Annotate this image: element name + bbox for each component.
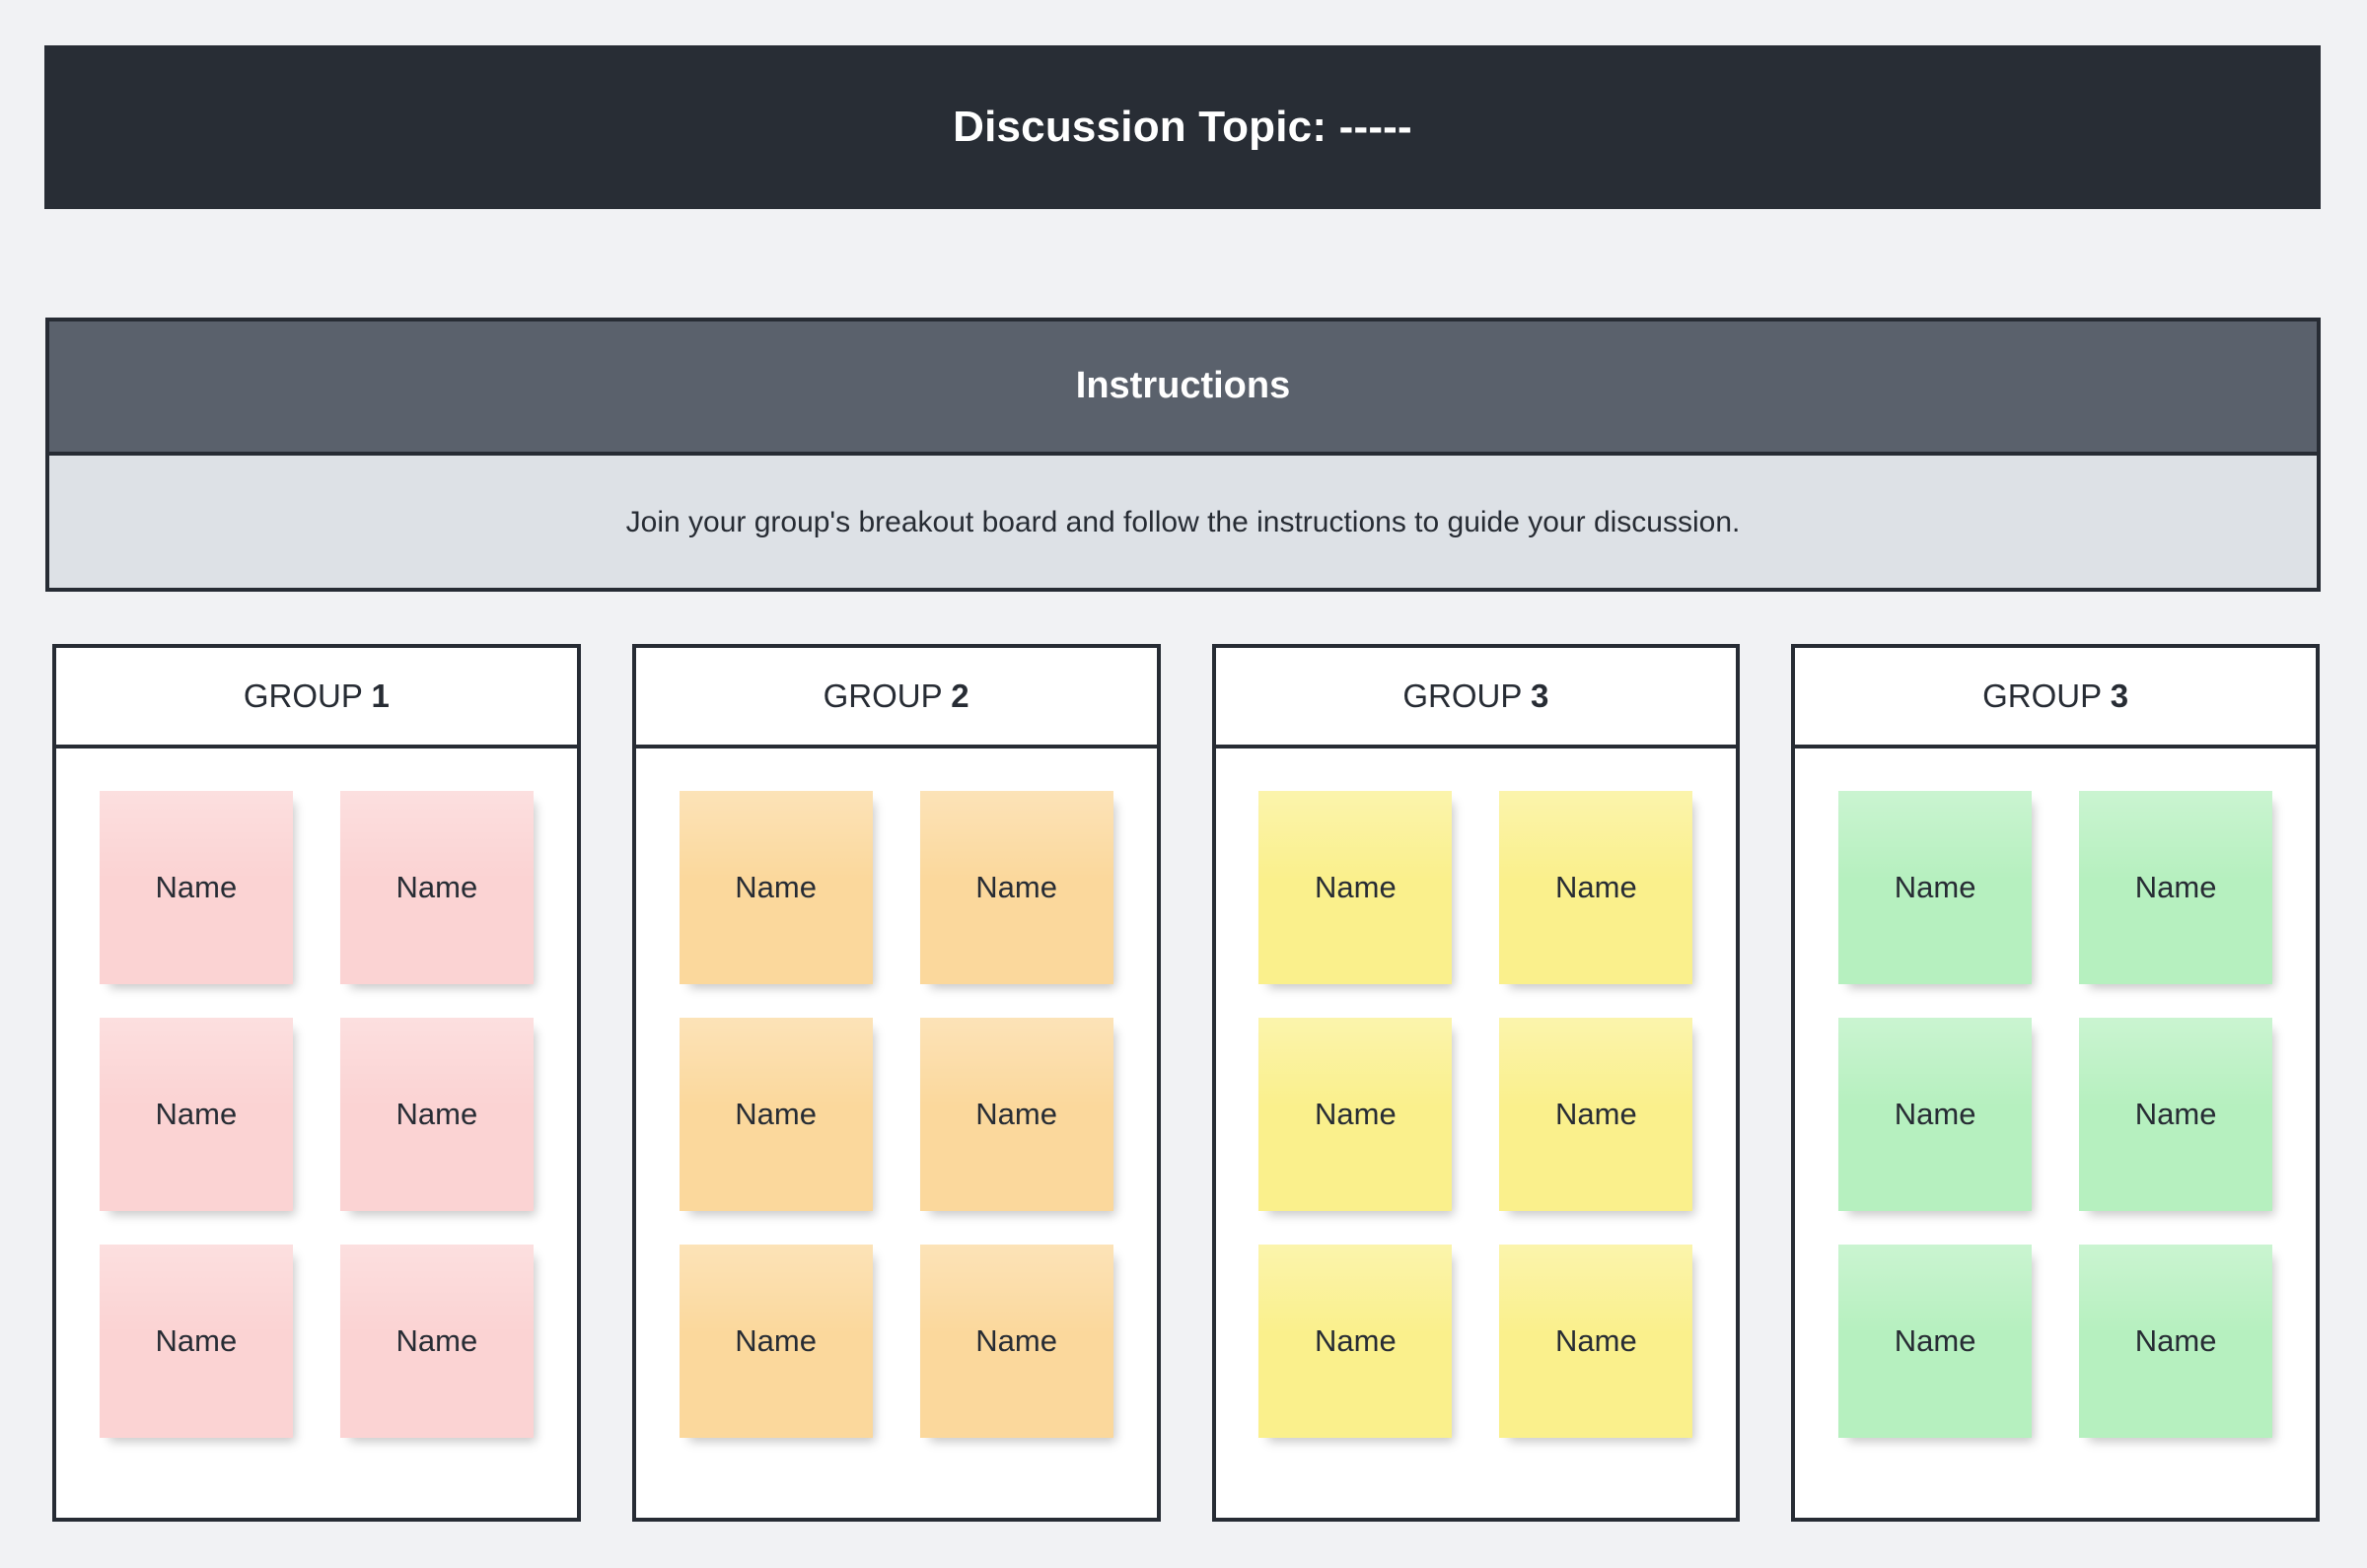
group-label-prefix: GROUP <box>1982 677 2111 715</box>
sticky-note[interactable]: Name <box>919 791 1113 984</box>
sticky-note[interactable]: Name <box>339 1018 534 1211</box>
sticky-note-label: Name <box>975 1323 1057 1359</box>
group-header-label: GROUP 3 <box>1402 677 1548 716</box>
sticky-note-label: Name <box>2134 1097 2217 1132</box>
instructions-header: Instructions <box>49 321 2317 456</box>
sticky-note[interactable]: Name <box>2079 1245 2273 1438</box>
sticky-note-label: Name <box>1315 870 1397 905</box>
sticky-note[interactable]: Name <box>919 1018 1113 1211</box>
sticky-note[interactable]: Name <box>679 1245 873 1438</box>
group-header-label: GROUP 2 <box>824 677 969 716</box>
instructions-body: Join your group's breakout board and fol… <box>49 456 2317 588</box>
sticky-note[interactable]: Name <box>2079 791 2273 984</box>
sticky-note[interactable]: Name <box>679 791 873 984</box>
sticky-note[interactable]: Name <box>1499 791 1693 984</box>
discussion-topic-title: Discussion Topic: ----- <box>953 102 1412 151</box>
sticky-note[interactable]: Name <box>679 1018 873 1211</box>
sticky-note[interactable]: Name <box>1499 1245 1693 1438</box>
sticky-note-label: Name <box>1894 1323 1976 1359</box>
sticky-note[interactable]: Name <box>1258 791 1453 984</box>
group-header: GROUP 3 <box>1795 648 2316 748</box>
group-header-label: GROUP 1 <box>244 677 390 716</box>
sticky-note[interactable]: Name <box>99 1018 293 1211</box>
group-label-number: 2 <box>951 677 969 715</box>
group-label-number: 1 <box>371 677 390 715</box>
sticky-note-label: Name <box>735 1097 817 1132</box>
sticky-note-label: Name <box>1894 1097 1976 1132</box>
sticky-note[interactable]: Name <box>339 1245 534 1438</box>
sticky-note-label: Name <box>1315 1323 1397 1359</box>
sticky-note[interactable]: Name <box>1258 1018 1453 1211</box>
group-label-prefix: GROUP <box>1402 677 1531 715</box>
group-header: GROUP 3 <box>1215 648 1737 748</box>
sticky-note[interactable]: Name <box>99 1245 293 1438</box>
sticky-note-label: Name <box>2134 1323 2217 1359</box>
instructions-card: Instructions Join your group's breakout … <box>45 318 2321 592</box>
sticky-note-label: Name <box>1555 1323 1637 1359</box>
group-header: GROUP 2 <box>635 648 1157 748</box>
sticky-note[interactable]: Name <box>1499 1018 1693 1211</box>
sticky-note-label: Name <box>2134 870 2217 905</box>
sticky-note[interactable]: Name <box>99 791 293 984</box>
sticky-note-label: Name <box>395 1323 478 1359</box>
instructions-header-title: Instructions <box>1075 365 1291 407</box>
group-label-prefix: GROUP <box>823 677 952 715</box>
sticky-note-label: Name <box>735 870 817 905</box>
group-header: GROUP 1 <box>56 648 577 748</box>
sticky-note[interactable]: Name <box>1838 1018 2033 1211</box>
sticky-note-label: Name <box>735 1323 817 1359</box>
sticky-note[interactable]: Name <box>1838 1245 2033 1438</box>
sticky-note[interactable]: Name <box>1838 791 2033 984</box>
instructions-body-text: Join your group's breakout board and fol… <box>625 505 1741 538</box>
group-label-number: 3 <box>2110 677 2129 715</box>
sticky-note-label: Name <box>975 870 1057 905</box>
sticky-note-label: Name <box>395 1097 478 1132</box>
sticky-note-label: Name <box>1555 1097 1637 1132</box>
group-label-prefix: GROUP <box>243 677 372 715</box>
group-header-label: GROUP 3 <box>1982 677 2128 716</box>
sticky-note-label: Name <box>155 1323 238 1359</box>
sticky-note-label: Name <box>1894 870 1976 905</box>
discussion-topic-banner: Discussion Topic: ----- <box>44 45 2321 209</box>
sticky-note-label: Name <box>1555 870 1637 905</box>
sticky-note[interactable]: Name <box>1258 1245 1453 1438</box>
sticky-note-label: Name <box>395 870 478 905</box>
sticky-note-label: Name <box>155 1097 238 1132</box>
sticky-note[interactable]: Name <box>919 1245 1113 1438</box>
sticky-note[interactable]: Name <box>339 791 534 984</box>
sticky-note[interactable]: Name <box>2079 1018 2273 1211</box>
sticky-note-label: Name <box>975 1097 1057 1132</box>
sticky-note-label: Name <box>155 870 238 905</box>
sticky-note-label: Name <box>1315 1097 1397 1132</box>
group-label-number: 3 <box>1530 677 1549 715</box>
